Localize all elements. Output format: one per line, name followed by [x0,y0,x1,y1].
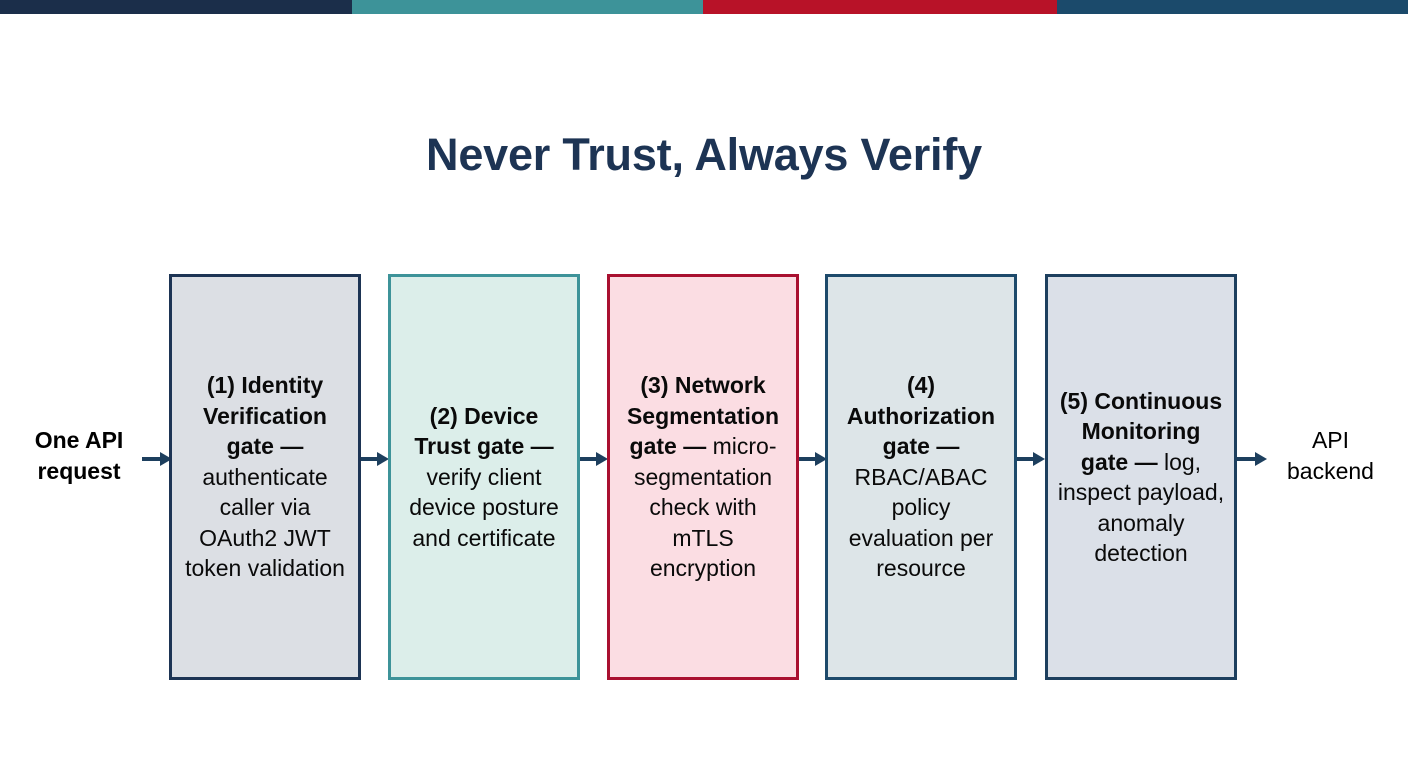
output-endpoint-label: API backend [1287,427,1374,484]
accent-segment-teal [352,0,703,14]
arrow-gate-5-to-output [1237,452,1267,466]
gate-box-1[interactable]: (1) Identity Verification gate — authent… [169,274,361,680]
gate-4-rest: RBAC/ABAC policy evaluation per resource [848,463,994,582]
page-title: Never Trust, Always Verify [426,129,982,180]
gate-2-text: (2) Device Trust gate — verify client de… [399,401,569,554]
input-endpoint-label: One API request [34,427,124,484]
gate-2-lead: (2) Device Trust gate — [414,402,554,460]
gate-5-lead: (5) Continuous Monitoring gate — [1059,387,1223,475]
gate-5-rest: log, inspect payload, anomaly detection [1057,448,1225,567]
gate-box-2[interactable]: (2) Device Trust gate — verify client de… [388,274,580,680]
arrow-gate-3-to-gate-4 [799,452,827,466]
gate-1-rest: authenticate caller via OAuth2 JWT token… [185,463,345,582]
accent-segment-steel-blue [1057,0,1408,14]
gate-1-lead: (1) Identity Verification gate — [203,372,327,460]
accent-segment-crimson [703,0,1057,14]
accent-segment-navy [0,0,352,14]
arrow-gate-4-to-gate-5 [1017,452,1045,466]
gate-5-text: (5) Continuous Monitoring gate — log, in… [1056,386,1226,569]
gate-3-lead: (3) Network Segmentation gate — [626,372,780,460]
gate-4-text: (4) Authorization gate — RBAC/ABAC polic… [836,370,1006,584]
gate-3-rest: micro-segmentation check with mTLS encry… [633,433,777,582]
gate-3-text: (3) Network Segmentation gate — micro-se… [618,370,788,584]
gate-4-lead: (4) Authorization gate — [846,372,996,460]
gate-box-5[interactable]: (5) Continuous Monitoring gate — log, in… [1045,274,1237,680]
top-accent-bar [0,0,1408,14]
arrow-gate-1-to-gate-2 [361,452,389,466]
arrow-input-to-gate-1 [142,452,172,466]
gate-2-rest: verify client device posture and certifi… [409,463,559,551]
gate-box-4[interactable]: (4) Authorization gate — RBAC/ABAC polic… [825,274,1017,680]
arrow-gate-2-to-gate-3 [580,452,608,466]
gate-1-text: (1) Identity Verification gate — authent… [180,370,350,584]
gate-box-3[interactable]: (3) Network Segmentation gate — micro-se… [607,274,799,680]
